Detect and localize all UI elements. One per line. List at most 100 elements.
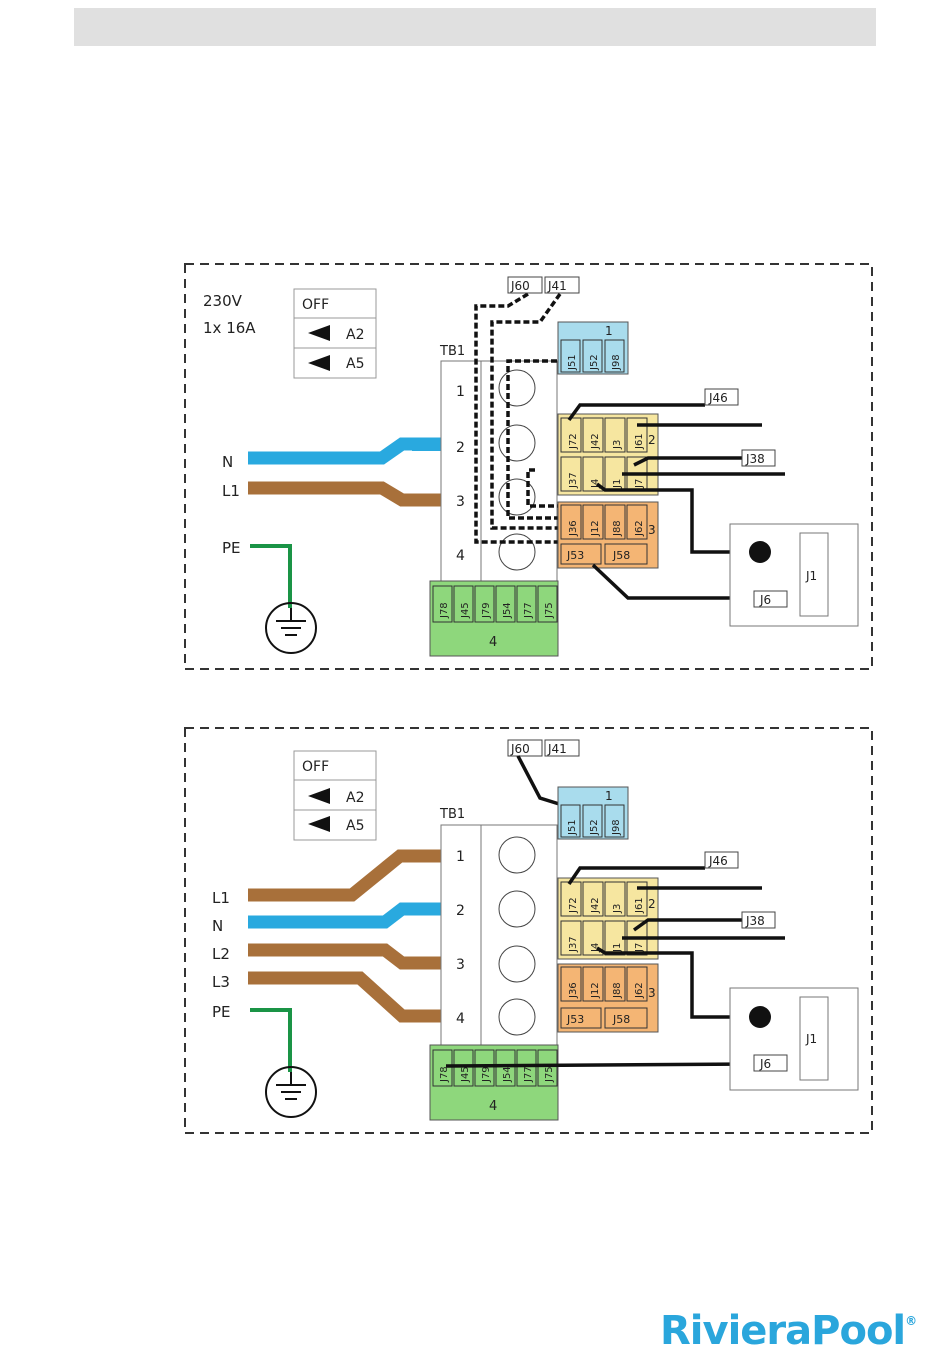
connector-j41: J41 [547,279,567,293]
wire-label-pe: PE [212,1003,231,1021]
pin-label: J36 [568,520,579,537]
external-label-j46: J46 [708,854,728,868]
pin-label: J62 [634,982,645,999]
connector-block-3: 3 J36 J12 J88 J62 J53 J58 [557,501,659,569]
pin-label: J1 [612,943,623,953]
connector-j60: J60 [510,279,530,293]
device-label: J1 [805,1032,817,1046]
connector-block-1: 1 J51 J52 J98 [557,786,629,840]
registered-mark: ® [905,1314,917,1328]
connector-block-4: J78 J45 J79 J54 J77 J75 4 [429,580,559,657]
ground-icon [265,1066,317,1118]
pin-label: J37 [568,472,579,489]
diagram-single-phase: 230V 1x 16A OFF A2 A5 N L1 PE [184,263,873,670]
terminal-number: 3 [456,957,465,973]
ground-icon [265,602,317,654]
external-label-j38: J38 [745,452,765,466]
logo-text: RivieraPool [660,1308,906,1354]
wiring-diagrams: 230V 1x 16A OFF A2 A5 N L1 PE [184,263,873,1134]
wire-pe [250,544,292,608]
wire-label-l1: L1 [222,482,240,500]
connector-block-4: J78 J45 J79 J54 J77 J75 4 [429,1044,559,1121]
block-number: 1 [605,789,613,803]
pin-label: J98 [611,354,622,371]
pin-label: J75 [544,1066,555,1083]
pin-label: J54 [502,602,513,619]
pin-label: J51 [567,354,578,371]
pin-label: J3 [612,440,623,450]
pin-label: J78 [439,602,450,619]
switch-item-a5: A5 [346,818,364,834]
wire-l1 [248,481,443,507]
switch-off-label: OFF [302,297,329,313]
switch-box: OFF A2 A5 [293,750,377,841]
pin-label: J52 [589,354,600,371]
device-j1: J1 J6 [729,987,859,1091]
pin-label: J12 [590,520,601,537]
switch-off-label: OFF [302,759,329,775]
switch-box: OFF A2 A5 [293,288,377,379]
pin-label: J7 [634,479,645,489]
pin-label: J88 [612,982,623,999]
device-j1: J1 J6 [729,523,859,627]
block-number: 4 [489,1099,497,1114]
pin-label: J61 [634,433,645,450]
pin-label: J3 [612,904,623,914]
terminal-number: 4 [456,1011,465,1027]
pin-label: J4 [590,479,601,489]
wire-label-l2: L2 [212,945,230,963]
connector-j41: J41 [547,742,567,756]
diagram-three-phase: OFF A2 A5 L1 N L2 L3 PE TB1 1 2 [184,727,873,1134]
wire-label-n: N [222,453,233,471]
wire-n [248,902,443,929]
pin-label: J53 [566,1013,584,1026]
pin-label: J72 [568,897,579,914]
header-bar [74,8,876,46]
block-number: 1 [605,324,613,338]
external-label-j38: J38 [745,914,765,928]
device-label: J1 [805,569,817,583]
pin-label: J88 [612,520,623,537]
pin-label: J61 [634,897,645,914]
terminal-number: 3 [456,494,465,510]
wire-label-pe: PE [222,539,241,557]
connector-block-3: 3 J36 J12 J88 J62 J53 J58 [557,963,659,1033]
wire-l3 [248,971,443,1023]
terminal-block-tb1: 1 2 3 4 [440,824,558,1046]
pin-label: J42 [590,433,601,450]
pin-label: J52 [589,819,600,836]
pin-label: J42 [590,897,601,914]
pin-label: J77 [523,602,534,619]
block-number: 3 [648,986,656,1000]
pin-label: J12 [590,982,601,999]
pin-label: J58 [612,1013,630,1026]
pin-label: J36 [568,982,579,999]
terminal-block-label: TB1 [439,344,465,359]
terminal-block-tb1: 1 2 3 4 [440,360,558,582]
riviera-pool-logo: RivieraPool® [660,1308,930,1356]
pin-label: J53 [566,549,584,562]
diagram2-frame [184,727,873,1134]
wire-label-l1: L1 [212,889,230,907]
wire-label-l3: L3 [212,973,230,991]
terminal-number: 4 [456,548,465,564]
supply-current-label: 1x 16A [203,319,256,337]
pin-label: J79 [481,1066,492,1083]
block-number: 4 [489,635,497,650]
pin-label: J37 [568,936,579,953]
wire-label-n: N [212,917,223,935]
pin-label: J4 [590,943,601,953]
pin-label: J54 [502,1066,513,1083]
supply-voltage-label: 230V [203,292,243,310]
pin-label: J77 [523,1066,534,1083]
block-number: 2 [648,433,656,447]
pin-label: J51 [567,819,578,836]
external-label-j6: J6 [759,1057,771,1071]
diagram1-frame [184,263,873,670]
pin-label: J58 [612,549,630,562]
arrow-left-icon [308,355,330,371]
pin-label: J72 [568,433,579,450]
pin-label: J79 [481,602,492,619]
connector-block-2: 2 J72 J42 J3 J61 J37 J4 J1 J7 [557,413,659,496]
wire-pe [250,1008,292,1072]
